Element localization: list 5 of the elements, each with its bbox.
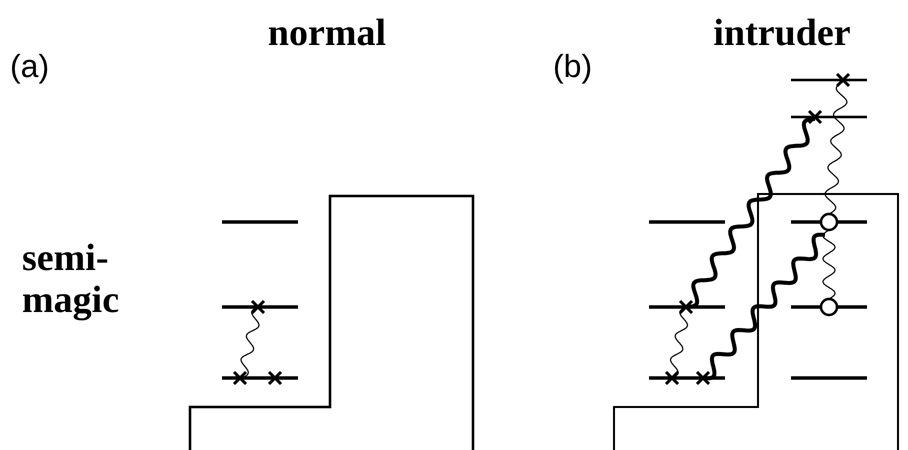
panel-title: normal [266,14,388,52]
panel-label: (b) [553,50,594,82]
panel-label: (a) [10,50,50,82]
row-label: semi-magic [22,238,120,322]
panel-title: intruder [712,14,852,52]
